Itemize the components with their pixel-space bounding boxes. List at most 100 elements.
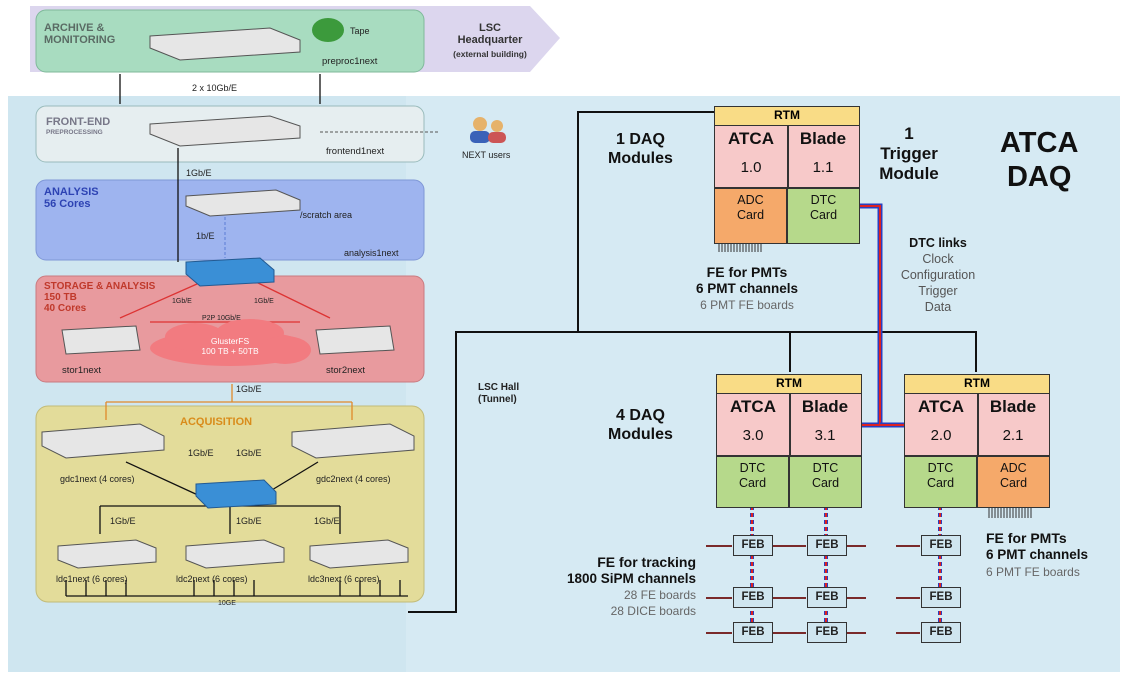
feb-cables [750, 506, 942, 640]
gdc2-label: gdc2next (4 cores) [316, 474, 391, 484]
atca-label: ATCA [728, 129, 774, 148]
dice-boards-count: 28 DICE boards [610, 604, 696, 618]
daq2-crate: RTM ATCA Blade 2.0 2.1 [904, 374, 1050, 456]
analysis-title: ANALYSIS 56 Cores [44, 186, 99, 210]
dtc-links-title: DTC links [909, 236, 967, 250]
rtm-label: RTM [904, 374, 1050, 394]
ldc1-label: ldc1next (6 cores) [56, 574, 128, 584]
module-num: 1.1 [812, 159, 834, 176]
zone-links [119, 74, 321, 262]
sipm-channels: 1800 SiPM channels [566, 571, 696, 586]
scratch-area-label: /scratch area [300, 210, 353, 220]
preproc-server-label: preproc1next [322, 56, 378, 67]
feb-connectors [706, 545, 920, 634]
tape-icon [312, 18, 344, 42]
storage-link-down: 1Gb/E [236, 384, 262, 394]
storage-link-right: 1Gb/E [254, 298, 274, 305]
hq-link-label: 2 x 10Gb/E [192, 83, 238, 93]
dtc-link-cable [842, 203, 906, 428]
dtc-card: DTC Card [716, 456, 789, 508]
atca-daq-title: ATCA DAQ [1000, 127, 1079, 193]
next-users-label: NEXT users [462, 150, 511, 160]
blade-label: Blade [799, 129, 847, 148]
feb-box: FEB [807, 587, 847, 608]
daq3-crate: RTM ATCA Blade 3.0 3.1 [716, 374, 862, 456]
frontend-subtitle: PREPROCESSING [46, 129, 103, 136]
fe-boards-count: 28 FE boards [623, 588, 696, 602]
daq4-modules-label: 4 DAQ Modules [608, 407, 673, 443]
frontend-link-label: 1Gb/E [186, 168, 212, 178]
glusterfs-label: GlusterFS 100 TB + 50TB [201, 336, 259, 356]
blade-label: Blade [989, 397, 1037, 416]
glusterfs-cloud [150, 319, 311, 366]
module-num: 3.0 [742, 427, 764, 444]
acq-link-c: 1Gb/E [110, 516, 136, 526]
acq-link-e: 1Gb/E [314, 516, 340, 526]
daq1-modules-label: 1 DAQ Modules [608, 131, 673, 167]
dtc-card: DTC Card [789, 456, 862, 508]
stor2-label: stor2next [326, 365, 366, 376]
p2p-link-label: P2P 10Gb/E [202, 315, 241, 322]
acquisition-title: ACQUISITION [180, 416, 253, 428]
analysis-server-label: analysis1next [344, 248, 399, 258]
tape-label: Tape [350, 26, 370, 36]
adc-card: ADC Card [714, 188, 787, 244]
daq-cables [408, 111, 977, 613]
gdc1-label: gdc1next (4 cores) [60, 474, 135, 484]
fe-pmt-title: FE for PMTs [706, 264, 788, 280]
ldc3-label: ldc3next (6 cores) [308, 574, 380, 584]
lsc-headquarter-subtitle: (external building) [453, 49, 527, 59]
rtm-label: RTM [714, 106, 860, 126]
network-switches [185, 257, 277, 509]
users-icon [470, 117, 506, 143]
dtc-card: DTC Card [787, 188, 860, 244]
dtc-link-data: Data [924, 300, 952, 314]
dtc-link-configuration: Configuration [900, 268, 976, 282]
module-num: 3.1 [814, 427, 836, 444]
feb-box: FEB [807, 622, 847, 643]
fe-pmt-channels-2: 6 PMT channels [986, 547, 1089, 562]
archive-monitoring-title: ARCHIVE & MONITORING [44, 22, 116, 46]
feb-box: FEB [921, 587, 961, 608]
trigger-module-label: 1 Trigger Module [879, 124, 939, 183]
acq-link-b: 1Gb/E [236, 448, 262, 458]
fe-pmt-boards-2: 6 PMT FE boards [986, 565, 1080, 579]
feb-box: FEB [733, 587, 773, 608]
ldc-input-arrows [65, 580, 401, 596]
fe-tracking-title: FE for tracking [597, 554, 696, 570]
feb-box: FEB [921, 622, 961, 643]
blade-label: Blade [801, 397, 849, 416]
fe-pmt-channels: 6 PMT channels [695, 281, 799, 296]
lsc-headquarter-title: LSC Headquarter [457, 22, 523, 46]
adc-card: ADC Card [977, 456, 1050, 508]
storage-link-left: 1Gb/E [172, 298, 192, 305]
feb-box: FEB [807, 535, 847, 556]
module-num: 2.0 [930, 427, 952, 444]
ldc2-label: ldc2next (6 cores) [176, 574, 248, 584]
atca-label: ATCA [918, 397, 964, 416]
atca-label: ATCA [730, 397, 776, 416]
storage-title: STORAGE & ANALYSIS 150 TB 40 Cores [44, 281, 156, 314]
acq-link-a: 1Gb/E [188, 448, 214, 458]
dtc-link-trigger: Trigger [918, 284, 958, 298]
dtc-link-clock: Clock [922, 252, 954, 266]
frontend-title: FRONT-END [46, 116, 111, 128]
module-num: 1.0 [740, 159, 762, 176]
servers [41, 27, 415, 569]
stor1-label: stor1next [62, 365, 102, 376]
feb-box: FEB [733, 535, 773, 556]
module-num: 2.1 [1002, 427, 1024, 444]
acq-link-d: 1Gb/E [236, 516, 262, 526]
frontend-server-label: frontend1next [326, 146, 385, 157]
fe-pmt-title-2: FE for PMTs [986, 530, 1067, 546]
analysis-link-label: 1b/E [196, 231, 215, 241]
feb-box: FEB [921, 535, 961, 556]
fe-pmt-boards: 6 PMT FE boards [700, 298, 794, 312]
acq-bottom-link: 10GE [218, 600, 236, 607]
lsc-hall-label: LSC Hall (Tunnel) [478, 382, 520, 405]
dtc-card: DTC Card [904, 456, 977, 508]
feb-box: FEB [733, 622, 773, 643]
rtm-label: RTM [716, 374, 862, 394]
trigger-crate: RTM ATCA Blade 1.0 1.1 [714, 106, 860, 188]
